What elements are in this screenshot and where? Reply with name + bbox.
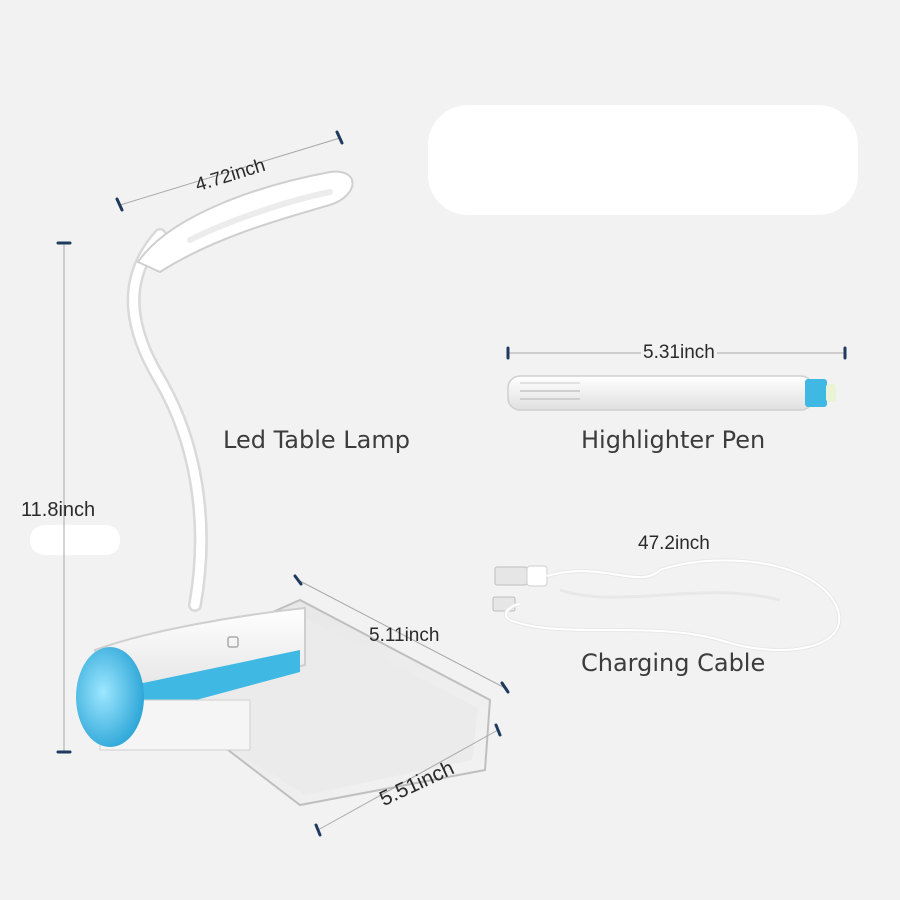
dim-label-height: 11.8inch [21,499,96,521]
pen-drawing [507,375,836,411]
cable-drawing [492,558,842,652]
touch-button-icon [227,636,239,648]
dimension-lines [63,137,845,831]
dim-label-cable: 47.2inch [638,533,710,554]
dimension-ticks [56,130,847,837]
dim-label-pen: 5.31inch [641,342,717,364]
blank-patch [30,525,120,555]
lamp-blue-endcap [76,647,144,747]
lamp-drawing [76,170,492,807]
dim-label-depth: 5.11inch [369,625,440,646]
cable-title: Charging Cable [581,649,766,677]
lamp-gooseneck [126,228,208,612]
dim-line-depth [297,579,506,689]
dim-line-head [119,137,341,206]
lamp-head [136,170,354,274]
lamp-title: Led Table Lamp [223,426,410,454]
blank-watermark-area [428,105,858,215]
pen-title: Highlighter Pen [581,426,766,454]
dim-line-width [317,729,499,831]
